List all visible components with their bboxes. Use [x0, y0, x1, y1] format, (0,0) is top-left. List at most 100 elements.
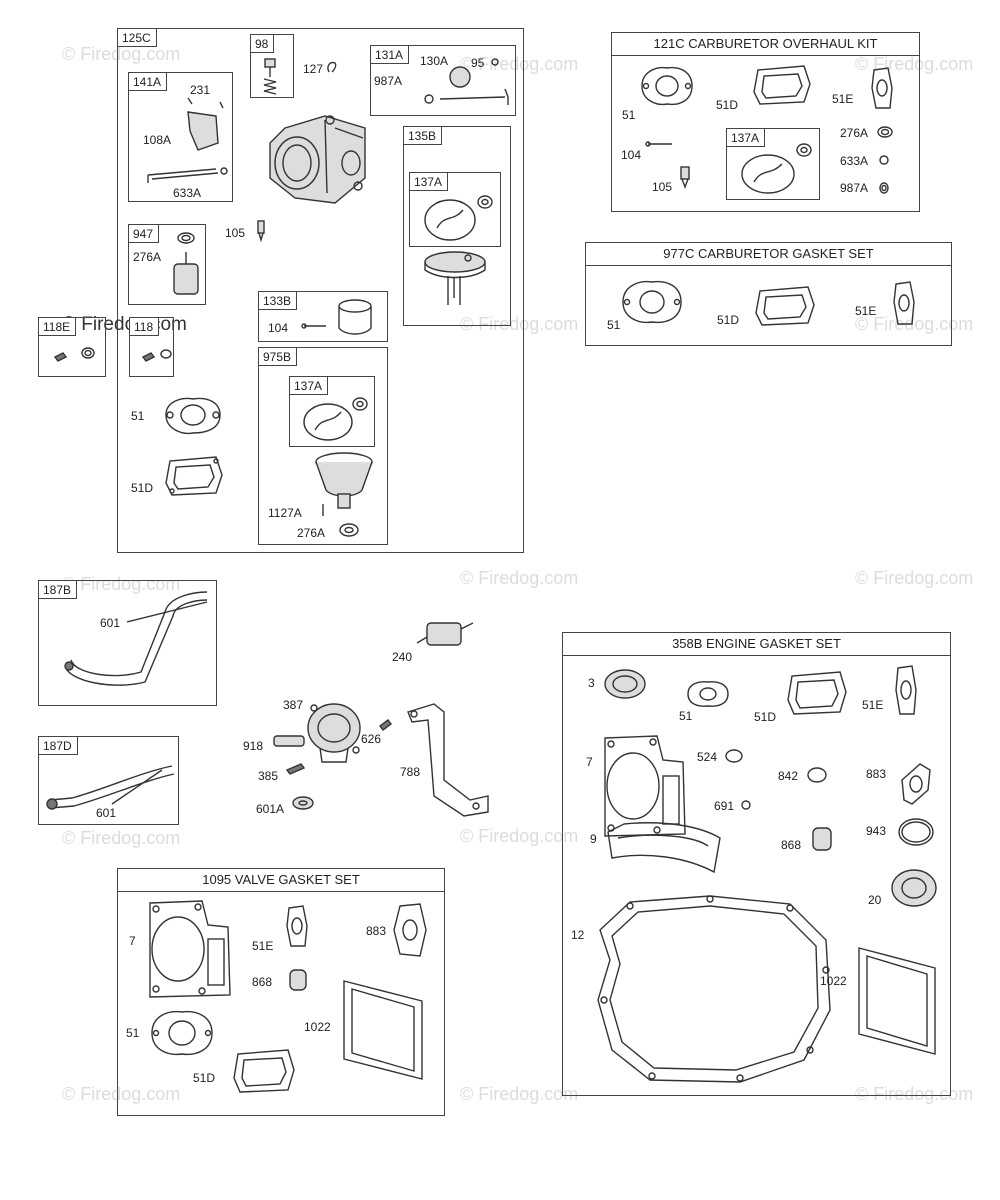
part-id-187b: 187B [39, 581, 78, 599]
subassembly-118[interactable]: 118 [129, 317, 174, 377]
solenoid-icon [173, 232, 199, 295]
part-label-987a: 987A [840, 181, 869, 195]
part-label-51e: 51E [862, 698, 884, 712]
part-label-51: 51 [622, 108, 636, 122]
carburetor-gasket-set-977c[interactable]: 977C CARBURETOR GASKET SET [585, 242, 952, 346]
carburetor-gasket-icon [641, 66, 693, 106]
part-label-240: 240 [392, 650, 413, 664]
part-label-883: 883 [866, 767, 887, 781]
subassembly-947[interactable]: 947 [128, 224, 206, 305]
subassembly-137a[interactable]: 137A [409, 172, 501, 247]
part-id-975b-137a: 137A [290, 377, 329, 395]
part-id-131a: 131A [371, 46, 410, 64]
part-label-842: 842 [778, 769, 799, 783]
fitting-icon [273, 735, 305, 747]
o-ring-icon [741, 800, 751, 810]
part-label-601a: 601A [256, 802, 285, 816]
part-label-975b-276a: 276A [297, 526, 326, 540]
part-label-868: 868 [781, 838, 802, 852]
fuel-line-187d[interactable]: 187D [38, 736, 179, 825]
diaphragm-icon [424, 195, 493, 241]
part-label-7: 7 [129, 934, 136, 948]
part-label-7: 7 [586, 755, 593, 769]
subassembly-118e[interactable]: 118E [38, 317, 106, 377]
part-id-137a: 137A [727, 129, 766, 147]
valve-seal-icon [289, 969, 307, 991]
kit-title: 121C CARBURETOR OVERHAUL KIT [612, 33, 919, 56]
valve-gasket-set-1095[interactable]: 1095 VALVE GASKET SET [117, 868, 445, 1116]
watermark: © Firedog.com [460, 1084, 579, 1104]
subassembly-98[interactable]: 98 [250, 34, 294, 98]
valve-cover-gasket-icon [343, 980, 423, 1080]
kit-title: 358B ENGINE GASKET SET [563, 633, 950, 656]
subassembly-975b-137a[interactable]: 137A [289, 376, 375, 447]
carburetor-assembly-125c[interactable]: 125C [117, 28, 524, 553]
fuel-line-icon [46, 765, 175, 810]
valve-cover-gasket-icon [858, 947, 936, 1055]
part-label-276a: 276A [133, 250, 162, 264]
carburetor-gasket-icon [687, 681, 729, 707]
part-label-51e: 51E [832, 92, 854, 106]
part-label-104: 104 [268, 321, 289, 335]
exhaust-gasket-icon [901, 763, 931, 805]
part-label-105: 105 [225, 226, 246, 240]
part-id-125c: 125C [118, 29, 157, 47]
part-label-51d: 51D [131, 481, 154, 495]
exhaust-gasket-icon [393, 903, 427, 957]
watermark: © Firedog.com [460, 54, 579, 74]
head-gasket-icon [149, 900, 231, 998]
o-ring-icon [898, 818, 934, 846]
valve-seal-icon [812, 827, 832, 851]
subassembly-141a[interactable]: 141A [128, 72, 233, 202]
carburetor-overhaul-kit-121c[interactable]: 121C CARBURETOR OVERHAUL KIT [611, 32, 920, 212]
head-gasket-icon [604, 735, 686, 837]
part-label-385: 385 [258, 769, 279, 783]
part-label-51d: 51D [754, 710, 777, 724]
needle-icon [680, 166, 690, 189]
subassembly-135b[interactable]: 135B [403, 126, 511, 326]
part-id-118: 118 [130, 318, 160, 336]
subassembly-137a[interactable]: 137A [726, 128, 820, 200]
pump-gasket-icon [895, 665, 917, 715]
screw-icon [285, 763, 306, 775]
watermark: © Firedog.com [855, 568, 974, 588]
diaphragm-icon [303, 397, 368, 441]
carburetor-gasket-icon [622, 280, 682, 324]
part-label-51: 51 [679, 709, 693, 723]
kit-title: 1095 VALVE GASKET SET [118, 869, 444, 892]
clip-icon [327, 61, 337, 73]
subassembly-131a[interactable]: 131A [370, 45, 516, 116]
engine-gasket-set-358b[interactable]: 358B ENGINE GASKET SET [562, 632, 951, 1096]
part-label-918: 918 [243, 739, 264, 753]
fuel-bowl-icon [315, 452, 373, 509]
subassembly-975b[interactable]: 975B [258, 347, 388, 545]
part-label-51: 51 [126, 1026, 140, 1040]
part-label-3: 3 [588, 676, 595, 690]
spacer-gasket-icon [233, 1049, 295, 1093]
fuel-line-187b[interactable]: 187B [38, 580, 217, 706]
watermark: © Firedog.com [62, 44, 181, 64]
subassembly-133b[interactable]: 133B [258, 291, 388, 342]
part-label-943: 943 [866, 824, 887, 838]
washer-icon [725, 749, 743, 763]
part-label-231: 231 [190, 83, 211, 97]
part-label-105: 105 [652, 180, 673, 194]
part-id-947: 947 [129, 225, 160, 243]
seal-icon [322, 504, 359, 537]
spacer-gasket-icon [787, 671, 847, 715]
part-label-626: 626 [361, 732, 382, 746]
part-label-633a: 633A [173, 186, 202, 200]
kit-title: 977C CARBURETOR GASKET SET [586, 243, 951, 266]
part-label-883: 883 [366, 924, 387, 938]
sump-gasket-icon [597, 895, 831, 1083]
part-label-1022: 1022 [820, 974, 847, 988]
part-label-20: 20 [868, 893, 882, 907]
part-label-9: 9 [590, 832, 597, 846]
watermark: © Firedog.com [62, 1084, 181, 1104]
part-label-51d: 51D [716, 98, 739, 112]
part-id-135b: 135B [404, 127, 443, 145]
part-label-12: 12 [571, 928, 585, 942]
crankcase-gasket-icon [607, 822, 721, 874]
part-id-98: 98 [251, 35, 275, 53]
part-id-118e: 118E [39, 318, 77, 336]
